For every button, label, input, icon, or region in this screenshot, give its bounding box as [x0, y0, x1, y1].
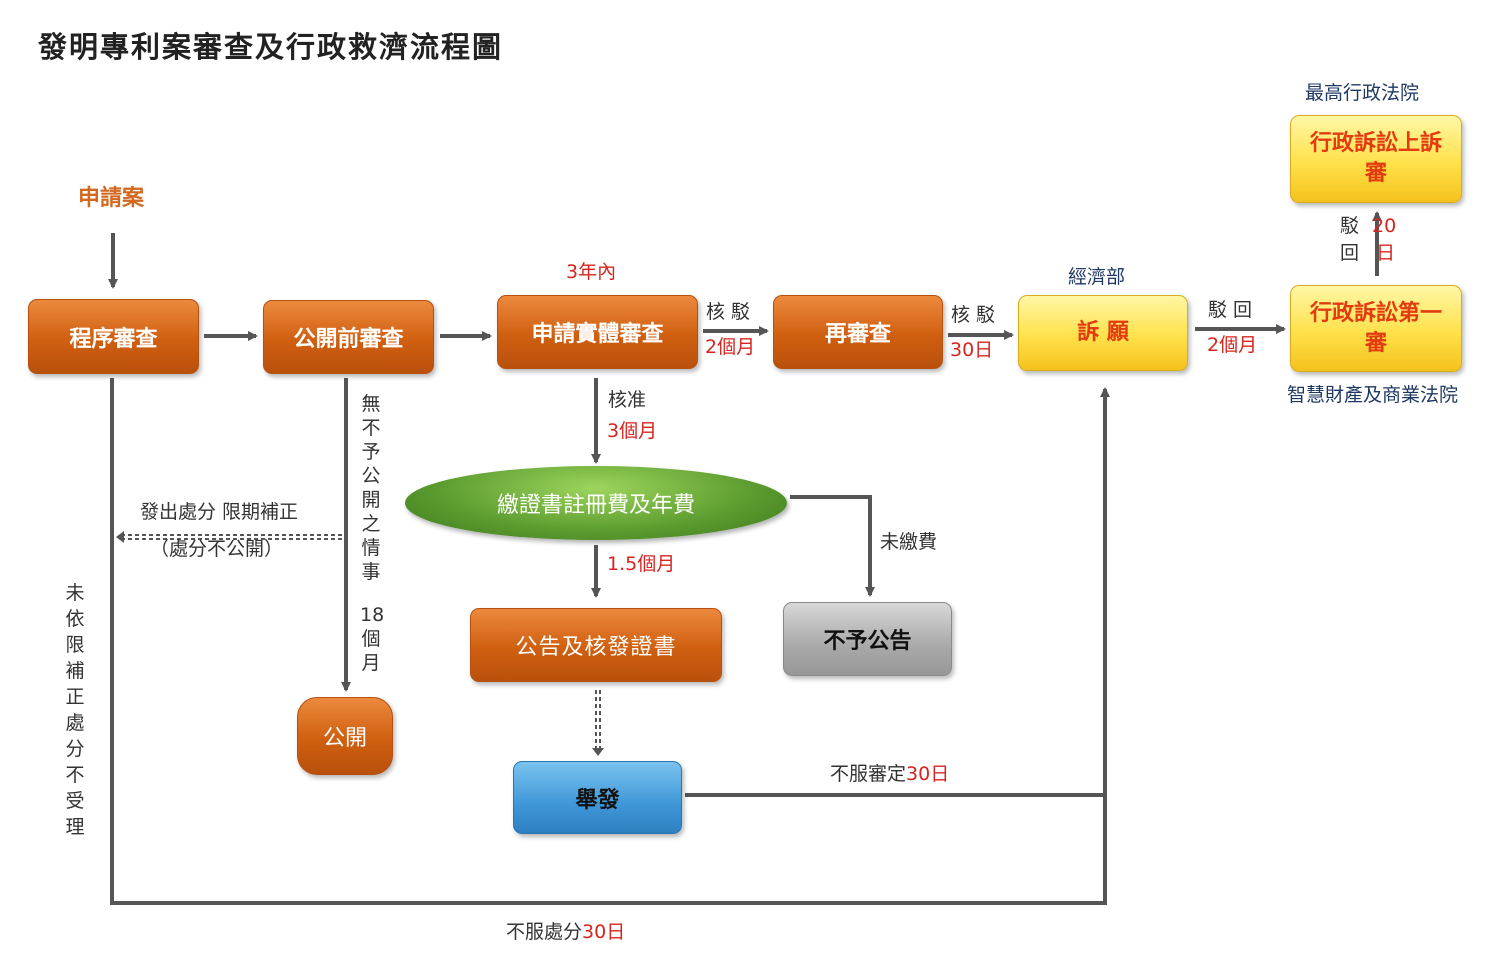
ministry-label: 經濟部	[1068, 266, 1126, 288]
dismiss-up-number: 20	[1372, 215, 1397, 237]
appeal-box: 訴 願	[1018, 295, 1188, 371]
reject-label-1: 核 駁	[706, 301, 751, 323]
application-label: 申請案	[78, 186, 145, 211]
approve-label: 核准	[608, 389, 647, 411]
supreme-court-label: 最高行政法院	[1305, 82, 1420, 104]
fees-period: 1.5個月	[607, 553, 676, 575]
ip-court-label: 智慧財產及商業法院	[1287, 384, 1459, 406]
pre-publication-review-box: 公開前審查	[263, 300, 434, 374]
disagree-review-label: 不服審定30日	[830, 763, 950, 785]
reject-label-2: 核 駁	[951, 304, 996, 326]
dismiss-label: 駁 回	[1208, 299, 1253, 321]
invalidation-box: 舉發	[513, 761, 682, 834]
approve-period: 3個月	[607, 420, 658, 442]
procedural-review-box: 程序審查	[28, 299, 199, 374]
reject-period-2: 30日	[950, 339, 994, 361]
announce-issue-box: 公告及核發證書	[470, 608, 722, 682]
re-examination-box: 再審查	[773, 295, 943, 369]
dismiss-up-char-1: 駁	[1340, 215, 1360, 237]
dismiss-up-char-2: 回	[1340, 242, 1360, 264]
disagree-disposal-label: 不服處分30日	[506, 921, 626, 943]
eighteen-label: 18	[360, 604, 385, 626]
unpaid-label: 未繳費	[880, 531, 938, 553]
admin-litigation-appeal-box: 行政訴訟上訴審	[1290, 115, 1462, 203]
no-announcement-box: 不予公告	[783, 602, 952, 676]
publication-box: 公開	[297, 697, 393, 775]
admin-litigation-first-box: 行政訴訟第一審	[1290, 285, 1462, 372]
disposal-note: （處分不公開）	[150, 538, 284, 560]
no-disclosure-vertical: 無不予公開之情事	[361, 393, 381, 583]
reject-period-1: 2個月	[705, 336, 756, 358]
dismiss-up-unit: 日	[1376, 242, 1396, 264]
dismiss-period: 2個月	[1207, 334, 1258, 356]
disposal-label: 發出處分 限期補正	[140, 501, 299, 523]
months-vertical: 個月	[361, 628, 381, 674]
not-corrected-vertical: 未依限補正處分不受理	[65, 582, 85, 838]
substantive-review-box: 申請實體審查	[497, 295, 698, 369]
three-years-label: 3年內	[566, 261, 617, 283]
page-title: 發明專利案審查及行政救濟流程圖	[38, 30, 504, 64]
pay-fees-ellipse: 繳證書註冊費及年費	[405, 466, 787, 540]
arrow-fees-to-no-announcement	[790, 495, 875, 597]
